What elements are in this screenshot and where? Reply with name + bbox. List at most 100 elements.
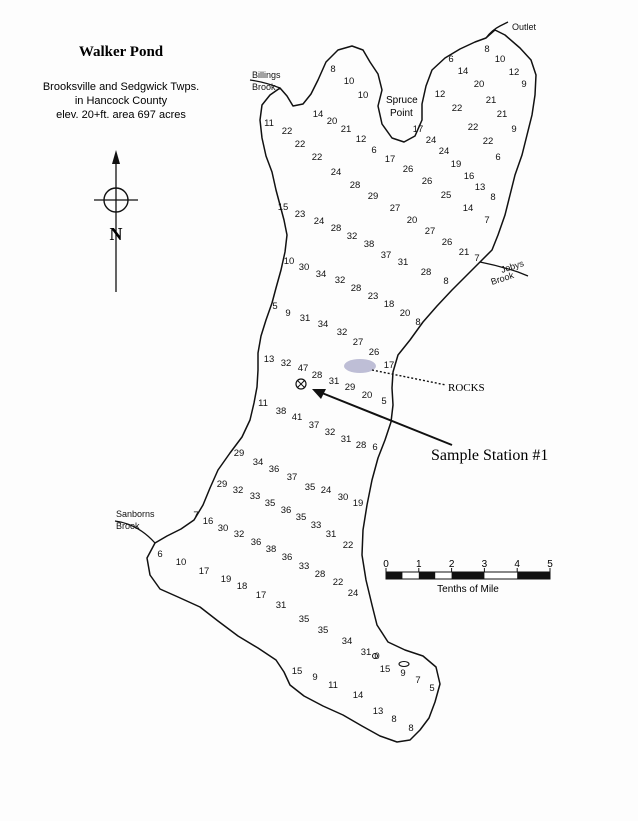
depth-sounding: 35 — [296, 512, 307, 523]
depth-sounding: 38 — [364, 239, 375, 250]
depth-sounding: 31 — [361, 647, 372, 658]
depth-sounding: 36 — [251, 537, 262, 548]
depth-sounding: 31 — [398, 257, 409, 268]
depth-sounding: 18 — [384, 299, 395, 310]
depth-sounding: 11 — [258, 398, 268, 409]
billings-brook-stream — [249, 79, 281, 89]
depth-sounding: 35 — [265, 498, 276, 509]
depth-sounding: 14 — [313, 109, 324, 120]
depth-sounding: 34 — [318, 319, 329, 330]
depth-sounding: 14 — [463, 203, 474, 214]
sample-station-label: Sample Station #1 — [431, 447, 548, 464]
depth-sounding: 41 — [292, 412, 303, 423]
depth-sounding: 17 — [256, 590, 267, 601]
depth-sounding: 18 — [237, 581, 248, 592]
depth-sounding: 29 — [368, 191, 379, 202]
depth-sounding: 8 — [408, 723, 413, 734]
depth-sounding: 27 — [390, 203, 401, 214]
depth-sounding: 24 — [348, 588, 359, 599]
depth-sounding: 34 — [253, 457, 264, 468]
map-title: Walker Pond — [79, 44, 164, 60]
depth-sounding: 26 — [442, 237, 453, 248]
depth-sounding: 7 — [193, 510, 198, 521]
depth-sounding: 8 — [490, 192, 495, 203]
depth-sounding: 24 — [439, 146, 450, 157]
depth-sounding: 31 — [326, 529, 337, 540]
depth-sounding: 6 — [157, 549, 162, 560]
depth-sounding: 34 — [316, 269, 327, 280]
depth-sounding: 22 — [312, 152, 323, 163]
depth-sounding: 32 — [234, 529, 245, 540]
depth-sounding: 15 — [380, 664, 391, 675]
depth-sounding: 33 — [311, 520, 322, 531]
island-marker — [372, 653, 378, 659]
depth-sounding: 33 — [250, 491, 261, 502]
depth-sounding: 13 — [373, 706, 384, 717]
depth-sounding: 22 — [483, 136, 494, 147]
scale-tick-label: 0 — [383, 559, 389, 570]
sanborns-brook-stream — [114, 520, 156, 544]
outlet-label: Outlet — [512, 22, 537, 32]
depth-sounding: 35 — [305, 482, 316, 493]
depth-sounding: 11 — [264, 118, 274, 129]
subtitle-county: in Hancock County — [75, 95, 168, 107]
depth-sounding: 29 — [345, 382, 356, 393]
scale-tick-label: 3 — [482, 559, 488, 570]
depth-sounding: 6 — [371, 145, 376, 156]
depth-sounding: 8 — [391, 714, 396, 725]
depth-sounding: 27 — [353, 337, 364, 348]
depth-sounding: 24 — [331, 167, 342, 178]
depth-sounding: 32 — [335, 275, 346, 286]
depth-sounding: 35 — [318, 625, 329, 636]
depth-sounding: 21 — [497, 109, 508, 120]
depth-sounding: 30 — [299, 262, 310, 273]
depth-sounding: 26 — [369, 347, 380, 358]
sanborns-brook-label: Brook — [116, 521, 140, 531]
billings-brook-label: Brook — [252, 82, 276, 92]
sanborns-brook-label: Sanborns — [116, 509, 155, 519]
depth-sounding: 28 — [421, 267, 432, 278]
depth-sounding: 13 — [475, 182, 486, 193]
depth-sounding: 6 — [372, 442, 377, 453]
depth-sounding: 36 — [269, 464, 280, 475]
depth-sounding: 31 — [276, 600, 287, 611]
depth-sounding: 9 — [400, 668, 405, 679]
depth-sounding: 20 — [400, 308, 411, 319]
depth-sounding: 22 — [333, 577, 344, 588]
depth-sounding: 14 — [353, 690, 364, 701]
depth-sounding: 25 — [441, 190, 452, 201]
depth-sounding: 38 — [266, 544, 277, 555]
depth-sounding: 31 — [300, 313, 311, 324]
depth-sounding: 12 — [435, 89, 446, 100]
depth-sounding: 38 — [276, 406, 287, 417]
depth-sounding: 14 — [458, 66, 469, 77]
depth-sounding: 31 — [329, 376, 340, 387]
depth-sounding: 24 — [314, 216, 325, 227]
depth-sounding: 0 — [374, 651, 379, 662]
depth-sounding: 20 — [327, 116, 338, 127]
depth-sounding: 22 — [452, 103, 463, 114]
depth-sounding: 22 — [282, 126, 293, 137]
scale-unit-label: Tenths of Mile — [437, 584, 499, 595]
island-marker — [398, 660, 410, 668]
depth-sounding: 30 — [338, 492, 349, 503]
scale-tick-label: 5 — [547, 559, 553, 570]
north-arrow-icon — [94, 150, 138, 292]
depth-sounding: 26 — [403, 164, 414, 175]
depth-sounding: 33 — [299, 561, 310, 572]
depth-sounding: 17 — [199, 566, 210, 577]
depth-sounding: 28 — [351, 283, 362, 294]
depth-sounding: 8 — [443, 276, 448, 287]
depth-sounding: 21 — [486, 95, 497, 106]
north-label: N — [110, 224, 123, 244]
depth-sounding: 26 — [422, 176, 433, 187]
spruce-point-label: Spruce — [386, 95, 418, 106]
jobys-brook-label: Brook — [490, 270, 516, 287]
depth-sounding: 17 — [384, 360, 395, 371]
depth-sounding: 28 — [356, 440, 367, 451]
depth-sounding: 34 — [342, 636, 353, 647]
depth-sounding: 20 — [407, 215, 418, 226]
